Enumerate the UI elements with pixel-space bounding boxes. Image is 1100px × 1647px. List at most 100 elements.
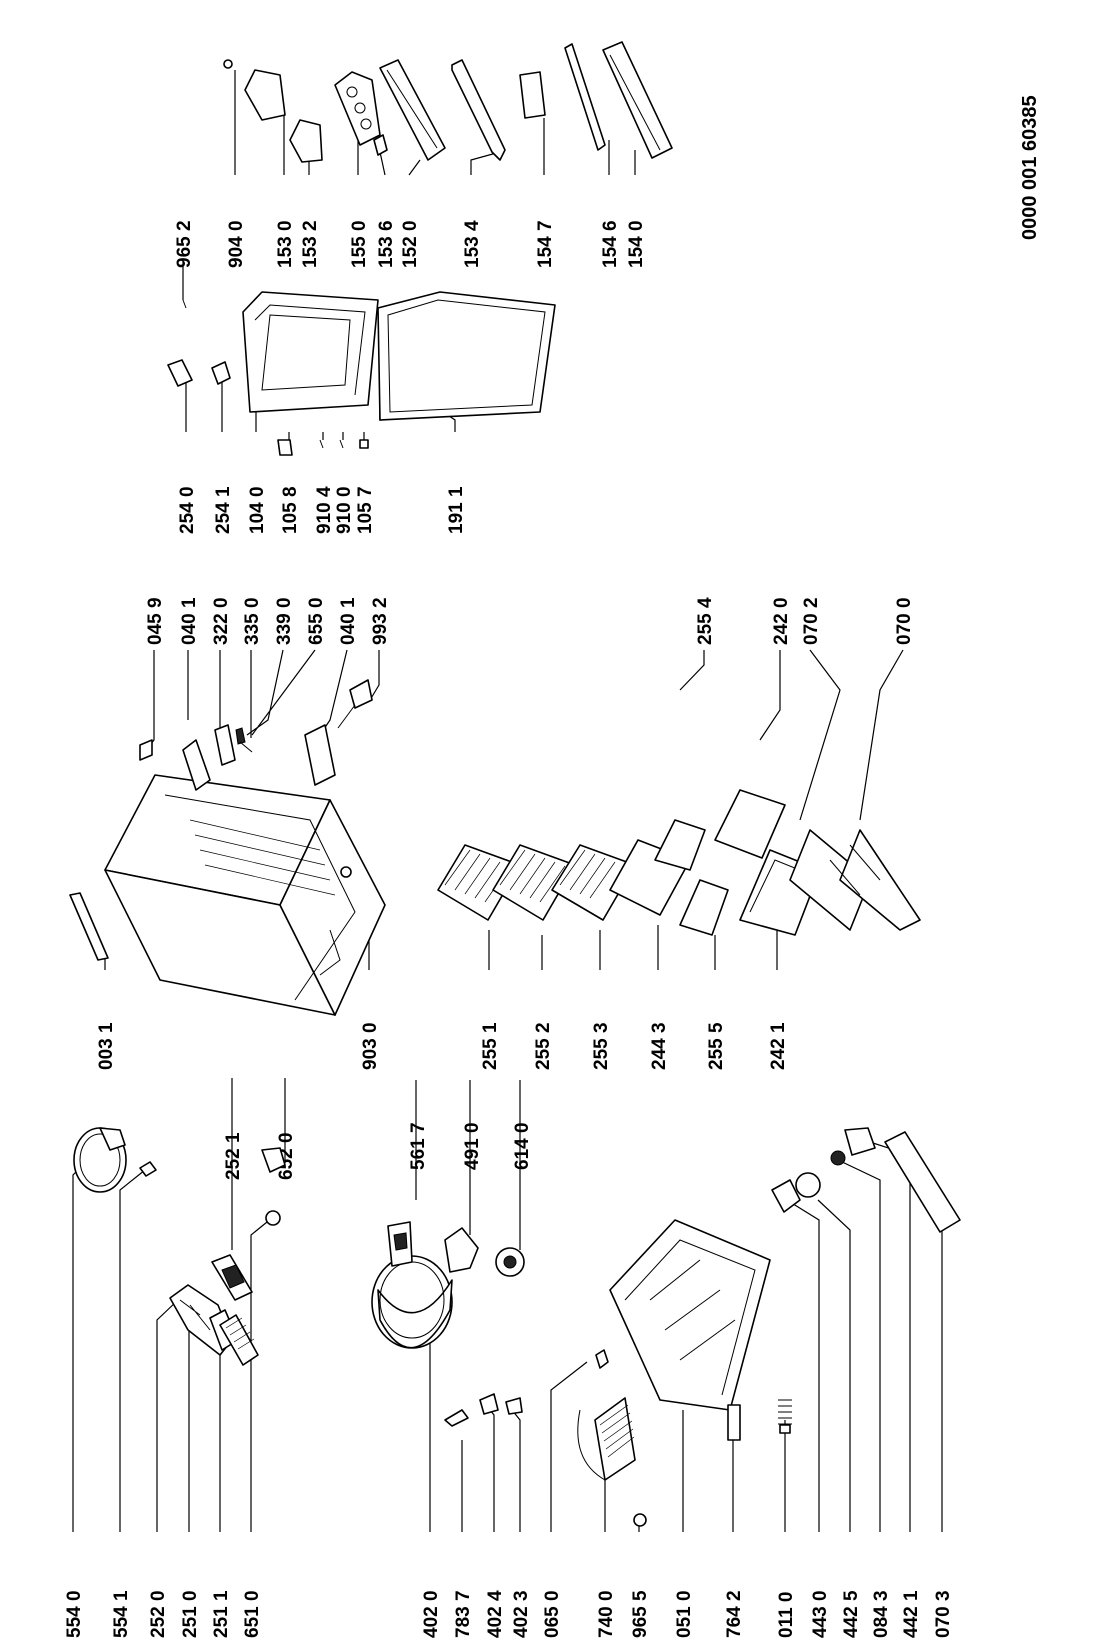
bracket-part-a — [479, 1393, 499, 1415]
part-label-255-2: 255 2 — [533, 1022, 554, 1070]
control-panel-parts — [169, 1254, 259, 1366]
part-label-251-1: 251 1 — [211, 1590, 232, 1638]
screw-part — [340, 866, 352, 878]
door-handle-part — [167, 359, 193, 387]
door-cover-part — [277, 439, 293, 456]
part-label-651-0: 651 0 — [242, 1590, 263, 1638]
label-group-middle-right: 045 9 040 1 322 0 335 0 339 0 655 0 040 … — [145, 597, 915, 645]
part-label-251-0: 251 0 — [180, 1590, 201, 1638]
door-stop-part — [359, 439, 369, 449]
cabinet-part — [104, 774, 386, 1016]
part-label-322-0: 322 0 — [211, 597, 232, 645]
part-label-154-0: 154 0 — [626, 220, 647, 268]
door-screw-b — [339, 439, 344, 449]
part-label-993-2: 993 2 — [370, 597, 391, 645]
part-label-442-1: 442 1 — [901, 1590, 922, 1638]
part-label-335-0: 335 0 — [242, 597, 263, 645]
plinth-part — [884, 1131, 961, 1233]
part-label-402-3: 402 3 — [511, 1590, 532, 1638]
part-label-153-6: 153 6 — [376, 220, 397, 268]
small-box-part — [519, 71, 546, 119]
part-label-153-2: 153 2 — [300, 220, 321, 268]
part-label-491-0: 491 0 — [462, 1122, 483, 1170]
pointer-part — [182, 299, 187, 309]
top-trim-part — [69, 892, 109, 961]
bracket-part-b — [505, 1397, 523, 1415]
part-label-255-1: 255 1 — [480, 1022, 501, 1070]
part-label-155-0: 155 0 — [349, 220, 370, 268]
sensor-part — [261, 1147, 286, 1173]
part-label-910-4: 910 4 — [314, 486, 335, 534]
part-label-252-1: 252 1 — [223, 1132, 244, 1180]
part-label-339-0: 339 0 — [274, 597, 295, 645]
part-label-652-0: 652 0 — [276, 1132, 297, 1180]
part-label-104-0: 104 0 — [247, 486, 268, 534]
bottle-retainer-part — [564, 43, 606, 151]
spring-part — [778, 1399, 792, 1434]
label-group-right: 254 0 254 1 104 0 105 8 910 4 910 0 105 … — [174, 95, 1041, 534]
feet-hinge-parts — [771, 1127, 876, 1213]
part-label-904-0: 904 0 — [226, 220, 247, 268]
part-label-254-1: 254 1 — [213, 486, 234, 534]
label-group-left: 554 0 554 1 252 0 251 0 251 1 651 0 402 … — [64, 1590, 954, 1638]
part-label-442-5: 442 5 — [841, 1590, 862, 1638]
part-label-255-5: 255 5 — [706, 1022, 727, 1070]
clip-part — [139, 1161, 157, 1177]
part-label-255-4: 255 4 — [695, 597, 716, 645]
glass-shelves — [437, 839, 691, 921]
part-label-554-1: 554 1 — [111, 1590, 132, 1638]
part-label-154-6: 154 6 — [600, 220, 621, 268]
part-label-070-3: 070 3 — [933, 1590, 954, 1638]
part-label-003-1: 003 1 — [96, 1022, 117, 1070]
part-label-554-0: 554 0 — [64, 1590, 85, 1638]
part-label-070-2: 070 2 — [801, 597, 822, 645]
part-label-105-8: 105 8 — [280, 486, 301, 534]
part-label-191-1: 191 1 — [446, 486, 467, 534]
document-number: 0000 001 60385 — [1019, 95, 1041, 240]
plinth-strips — [789, 829, 921, 931]
dowel-part — [727, 1404, 741, 1441]
part-label-740-0: 740 0 — [596, 1590, 617, 1638]
door-gasket-part — [377, 291, 556, 421]
door-screw-a — [319, 439, 324, 449]
part-label-070-0: 070 0 — [894, 597, 915, 645]
label-group-middle-left: 252 1 652 0 561 7 491 0 614 0 003 1 903 … — [96, 1022, 789, 1180]
part-label-252-0: 252 0 — [148, 1590, 169, 1638]
part-label-084-3: 084 3 — [871, 1590, 892, 1638]
part-label-040-1-lower: 040 1 — [338, 597, 359, 645]
part-label-105-7: 105 7 — [355, 486, 376, 534]
shelf-supports — [654, 819, 729, 936]
part-label-152-0: 152 0 — [400, 220, 421, 268]
hinge-thermostat-parts — [139, 679, 373, 791]
part-label-244-3: 244 3 — [649, 1022, 670, 1070]
part-label-254-0: 254 0 — [177, 486, 198, 534]
part-label-153-0: 153 0 — [275, 220, 296, 268]
part-label-045-9: 045 9 — [145, 597, 166, 645]
door-clip-part — [211, 361, 231, 385]
egg-tray-shelf-parts — [334, 59, 446, 161]
base-tray-part — [609, 1219, 771, 1411]
fan-ring-part — [73, 1127, 127, 1193]
part-label-255-3: 255 3 — [591, 1022, 612, 1070]
washer-part — [223, 59, 233, 69]
knob-part — [265, 1210, 281, 1226]
part-label-242-1: 242 1 — [768, 1022, 789, 1070]
part-label-051-0: 051 0 — [674, 1590, 695, 1638]
part-label-561-7: 561 7 — [408, 1122, 429, 1170]
part-label-153-4: 153 4 — [462, 220, 483, 268]
part-label-065-0: 065 0 — [542, 1590, 563, 1638]
pin-part — [444, 1409, 469, 1427]
part-label-965-5: 965 5 — [630, 1590, 651, 1638]
part-label-011-0: 011 0 — [776, 1592, 797, 1639]
part-label-903-0: 903 0 — [360, 1022, 381, 1070]
part-label-443-0: 443 0 — [810, 1590, 831, 1638]
part-label-614-0: 614 0 — [512, 1122, 533, 1170]
bottle-rack-part — [451, 59, 506, 161]
part-label-402-0: 402 0 — [421, 1590, 442, 1638]
relay-parts — [387, 1221, 525, 1277]
condenser-parts — [577, 1349, 647, 1527]
part-label-040-1-upper: 040 1 — [179, 597, 200, 645]
part-label-655-0: 655 0 — [306, 597, 327, 645]
door-shelf-part — [602, 41, 673, 159]
